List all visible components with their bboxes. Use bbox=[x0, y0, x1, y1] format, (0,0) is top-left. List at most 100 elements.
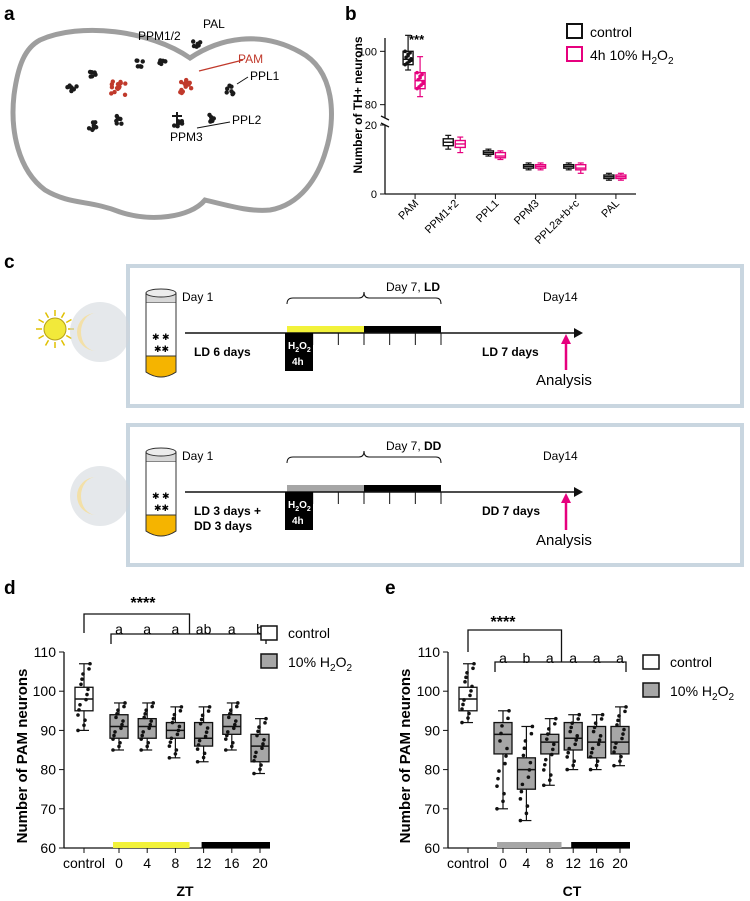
neuron-dot bbox=[109, 84, 115, 90]
data-point bbox=[546, 732, 550, 736]
data-point bbox=[468, 693, 472, 698]
data-point bbox=[258, 767, 262, 772]
xtick-label: 16 bbox=[589, 855, 605, 871]
data-point bbox=[257, 725, 261, 729]
group-letter: ab bbox=[196, 621, 212, 637]
data-point bbox=[623, 709, 627, 714]
data-point bbox=[178, 709, 183, 713]
neuron-dot bbox=[122, 92, 128, 97]
b-box-h2o2 bbox=[534, 162, 547, 171]
neuron-dot bbox=[67, 83, 72, 88]
data-point bbox=[111, 737, 115, 741]
data-point bbox=[565, 755, 569, 759]
data-point bbox=[262, 737, 266, 742]
group-letter: a bbox=[616, 650, 624, 666]
b-ytick-label: 100 bbox=[359, 46, 377, 58]
data-point bbox=[506, 716, 510, 721]
dd-day7-bracket bbox=[286, 450, 442, 464]
ytick-label: 100 bbox=[33, 683, 57, 699]
sun-ray bbox=[38, 334, 45, 340]
dd-timeline-arrowhead bbox=[574, 487, 583, 497]
data-point bbox=[566, 750, 570, 755]
neuron-dot bbox=[163, 59, 168, 64]
neuron-dot bbox=[74, 84, 79, 89]
data-point bbox=[502, 791, 506, 796]
data-point bbox=[173, 752, 178, 756]
data-point bbox=[469, 689, 473, 693]
neuron-dot bbox=[179, 119, 185, 124]
data-point bbox=[576, 717, 580, 721]
data-point bbox=[83, 718, 87, 722]
data-point bbox=[120, 722, 124, 727]
box bbox=[540, 733, 560, 755]
data-point bbox=[575, 734, 579, 738]
data-point bbox=[542, 783, 546, 788]
ytick-label: 70 bbox=[424, 801, 440, 817]
data-point bbox=[230, 744, 234, 749]
dd-right-phase: DD 7 days bbox=[482, 504, 540, 518]
data-point bbox=[569, 725, 573, 730]
pal-label: PAL bbox=[203, 17, 225, 31]
ppl1-cluster-right bbox=[224, 83, 236, 97]
neuron-dot bbox=[87, 69, 93, 75]
ytick-label: 100 bbox=[417, 683, 441, 699]
panel-b-legend: control 4h 10% H2O2 bbox=[566, 23, 674, 67]
box-h2o2 bbox=[540, 716, 560, 788]
panel-b-significance: *** bbox=[409, 32, 425, 47]
ytick-label: 80 bbox=[424, 762, 440, 778]
data-point bbox=[518, 797, 523, 801]
neuron-dot bbox=[138, 64, 143, 69]
data-point bbox=[615, 723, 619, 727]
pal-cluster-left bbox=[87, 69, 98, 79]
panel-b-boxes bbox=[402, 34, 627, 181]
data-point bbox=[612, 750, 616, 754]
neuron-dot bbox=[172, 123, 177, 128]
data-point bbox=[86, 687, 90, 692]
data-point bbox=[529, 731, 534, 736]
dd-h2o2-text: H2O2 bbox=[288, 500, 311, 513]
neuron-dot bbox=[158, 58, 163, 63]
data-point bbox=[599, 717, 604, 721]
box bbox=[222, 714, 242, 735]
legend-d-h2o2-swatch bbox=[260, 653, 278, 669]
ytick-label: 90 bbox=[40, 722, 56, 738]
neuron-dot bbox=[114, 118, 119, 124]
data-point bbox=[116, 708, 120, 712]
data-point bbox=[503, 761, 507, 766]
time-bar-dark bbox=[571, 842, 630, 848]
time-bar-light bbox=[497, 842, 562, 848]
neuron-dot bbox=[229, 89, 234, 94]
data-point bbox=[527, 768, 532, 772]
ppm3-label: PPM3 bbox=[170, 130, 203, 144]
box-control bbox=[458, 661, 478, 725]
xtick-label: 20 bbox=[252, 855, 268, 871]
data-point bbox=[169, 736, 174, 741]
group-letter: a bbox=[593, 650, 601, 666]
data-point bbox=[113, 730, 117, 734]
box-h2o2 bbox=[586, 712, 607, 772]
b-box bbox=[575, 163, 587, 171]
legend-d-control-swatch bbox=[260, 625, 278, 641]
sun-ray bbox=[65, 318, 72, 324]
dd-h2o2-duration: 4h bbox=[292, 516, 304, 527]
data-point bbox=[252, 771, 256, 776]
data-point bbox=[518, 818, 523, 823]
box-h2o2 bbox=[109, 701, 129, 752]
data-point bbox=[206, 709, 211, 713]
ld-right-phase: LD 7 days bbox=[482, 345, 539, 359]
data-point bbox=[600, 712, 605, 717]
data-point bbox=[501, 799, 505, 804]
data-point bbox=[232, 726, 236, 731]
box-h2o2 bbox=[137, 701, 157, 752]
data-point bbox=[620, 736, 624, 741]
data-point bbox=[197, 738, 202, 743]
data-point bbox=[567, 746, 571, 751]
data-point bbox=[121, 719, 125, 723]
xtick-label: 20 bbox=[612, 855, 628, 871]
data-point bbox=[553, 721, 557, 726]
data-point bbox=[233, 722, 237, 727]
xtick-label: 0 bbox=[499, 855, 507, 871]
neuron-dot bbox=[227, 83, 232, 88]
data-point bbox=[526, 775, 531, 779]
